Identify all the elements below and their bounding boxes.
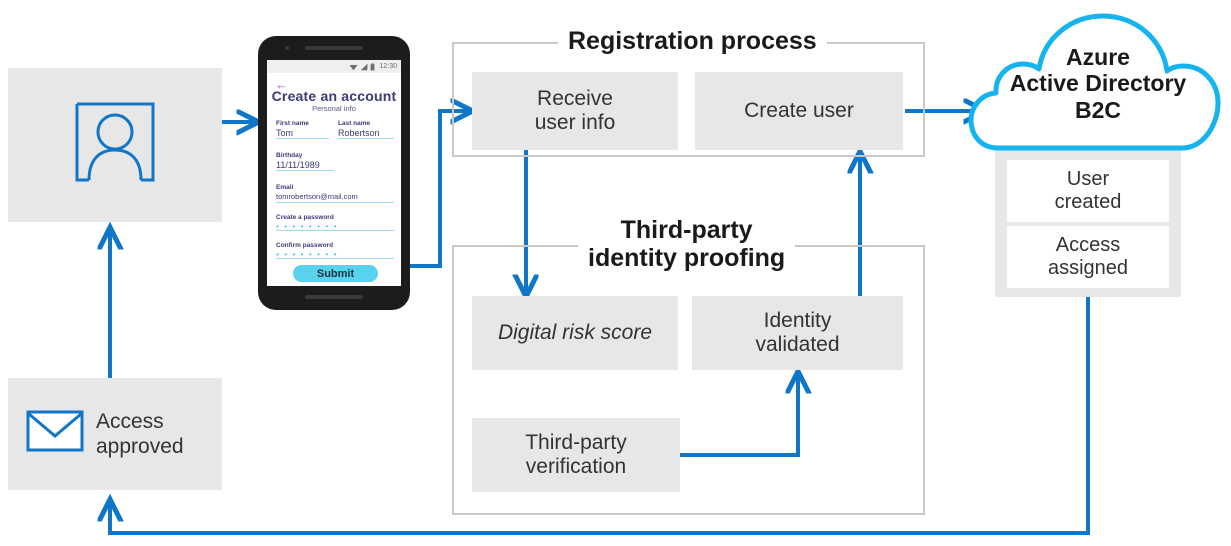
field-underline xyxy=(276,258,394,259)
receive-line1: Receive xyxy=(537,86,613,110)
user-created-label: User created xyxy=(1055,168,1122,214)
third-party-verification-box: Third-party verification xyxy=(472,418,680,492)
phone-form-title: Create an account xyxy=(271,88,397,104)
azure-results-container: User created Access assigned xyxy=(995,150,1181,297)
envelope-icon xyxy=(26,410,84,458)
digital-risk-score-box: Digital risk score xyxy=(472,296,678,370)
submit-button[interactable]: Submit xyxy=(293,265,378,282)
identity-title-line2: identity proofing xyxy=(588,244,786,272)
user-portrait-icon xyxy=(67,94,163,196)
field-underline xyxy=(276,230,394,231)
confirm-password-value: • • • • • • • • xyxy=(276,250,338,259)
create-password-field[interactable]: Create a password • • • • • • • • xyxy=(276,214,394,231)
phone-speaker xyxy=(305,46,363,50)
battery-icon xyxy=(370,60,375,76)
access-assigned-label: Access assigned xyxy=(1048,234,1128,280)
phone-mockup: 12:30 ← Create an account Personal info … xyxy=(258,36,410,310)
wifi-icon xyxy=(349,60,358,76)
arrow-submit-to-receive xyxy=(384,111,472,268)
first-name-label: First name xyxy=(276,120,309,127)
access-approved-label: Access approved xyxy=(96,409,184,459)
azure-line1: Azure xyxy=(1066,44,1130,70)
verification-line1: Third-party xyxy=(525,430,627,454)
birthday-value: 11/11/1989 xyxy=(276,160,320,170)
create-password-label: Create a password xyxy=(276,214,334,221)
validated-line1: Identity xyxy=(763,308,832,332)
user-created-line2: created xyxy=(1054,191,1122,213)
signal-icon xyxy=(360,60,368,76)
cloud-shape-icon xyxy=(968,13,1221,151)
email-field[interactable]: Email tomrobertson@mail.com xyxy=(276,184,394,203)
phone-form-subtitle: Personal info xyxy=(312,104,356,113)
create-user-label: Create user xyxy=(744,98,854,122)
user-created-box: User created xyxy=(1007,160,1169,222)
field-underline xyxy=(276,170,334,171)
azure-line2: Active Directory xyxy=(1009,70,1187,97)
phone-clock: 12:30 xyxy=(379,63,397,70)
birthday-field[interactable]: Birthday 11/11/1989 xyxy=(276,152,334,171)
access-approved-line2: approved xyxy=(96,435,184,458)
phone-home-bar xyxy=(305,295,363,299)
arrow-verification-to-validated xyxy=(680,372,798,457)
arrow-access-assigned-to-approved xyxy=(110,296,1090,535)
third-party-verification-label: Third-party verification xyxy=(525,431,627,479)
access-assigned-box: Access assigned xyxy=(1007,226,1169,288)
create-user-box: Create user xyxy=(695,72,903,150)
identity-proofing-title: Third-party identity proofing xyxy=(578,216,796,272)
field-underline xyxy=(338,138,394,139)
receive-user-info-box: Receive user info xyxy=(472,72,678,150)
access-approved-node: Access approved xyxy=(8,378,222,490)
phone-status-bar: 12:30 xyxy=(267,60,401,73)
field-underline xyxy=(276,138,329,139)
identity-validated-label: Identity validated xyxy=(755,309,839,357)
receive-line2: user info xyxy=(534,111,616,134)
confirm-password-field[interactable]: Confirm password • • • • • • • • xyxy=(276,242,394,259)
last-name-label: Last name xyxy=(338,120,371,127)
user-created-line1: User xyxy=(1066,168,1110,190)
phone-screen: 12:30 ← Create an account Personal info … xyxy=(267,60,401,286)
last-name-field[interactable]: Last name Robertson xyxy=(338,120,394,139)
email-value: tomrobertson@mail.com xyxy=(276,192,358,201)
birthday-label: Birthday xyxy=(276,152,303,159)
azure-ad-b2c-cloud: Azure Active Directory B2C xyxy=(968,2,1228,154)
first-name-field[interactable]: First name Tom xyxy=(276,120,329,139)
access-approved-line1: Access xyxy=(96,409,164,433)
identity-validated-box: Identity validated xyxy=(692,296,903,370)
registration-process-title: Registration process xyxy=(558,27,827,55)
validated-line2: validated xyxy=(755,333,840,356)
verification-line2: verification xyxy=(525,455,627,478)
confirm-password-label: Confirm password xyxy=(276,242,334,249)
azure-cloud-label: Azure Active Directory B2C xyxy=(968,44,1228,123)
field-underline xyxy=(276,202,394,203)
digital-risk-score-label: Digital risk score xyxy=(497,320,653,344)
access-assigned-line1: Access xyxy=(1055,234,1121,256)
email-label: Email xyxy=(276,184,294,191)
user-node xyxy=(8,68,222,222)
create-password-value: • • • • • • • • xyxy=(276,222,338,231)
access-assigned-line2: assigned xyxy=(1047,257,1129,279)
azure-line3: B2C xyxy=(1074,96,1121,123)
first-name-value: Tom xyxy=(276,128,294,138)
receive-user-info-label: Receive user info xyxy=(535,87,616,135)
back-arrow-icon[interactable]: ← xyxy=(275,77,288,92)
identity-title-line1: Third-party xyxy=(620,216,753,244)
last-name-value: Robertson xyxy=(338,128,380,138)
phone-camera-icon xyxy=(285,46,289,50)
